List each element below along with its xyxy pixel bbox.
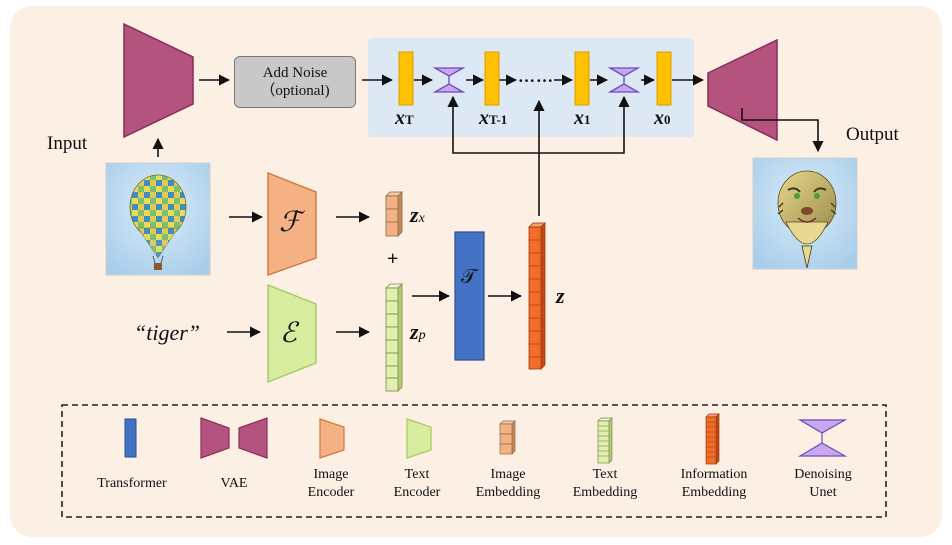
- arrow-decoder-to-output: [741, 108, 824, 153]
- legend-text-embedding-label: Text Embedding: [572, 467, 638, 500]
- legend-image-embedding-label: Image Embedding: [475, 467, 541, 500]
- legend-text-embedding-icon: [597, 417, 613, 464]
- latent-xT: [398, 51, 414, 106]
- prompt-text: “tiger”: [134, 320, 201, 345]
- info-embedding-stack: [528, 222, 546, 370]
- plus-sign: +: [387, 248, 399, 270]
- legend-info-embedding-icon: [705, 413, 720, 465]
- legend-text-encoder-icon: [406, 418, 432, 459]
- latent-x0: [656, 51, 672, 106]
- transformer-symbol: 𝒯: [461, 266, 477, 288]
- legend-vae-encoder-icon: [200, 417, 230, 459]
- legend-image-embedding-icon: [499, 420, 516, 455]
- transformer-block: [454, 231, 485, 361]
- diffusion-region: [368, 38, 694, 137]
- label-zp: zp: [410, 319, 426, 344]
- latent-xT-1: [484, 51, 500, 106]
- vae-decoder-shape: [707, 38, 778, 142]
- add-noise-label: Add Noise: [262, 65, 328, 81]
- text-embedding-stack: [385, 283, 403, 392]
- image-encoder-symbol: ℱ: [279, 207, 302, 238]
- legend-transformer-label: Transformer: [97, 476, 167, 491]
- legend-transformer-icon: [124, 418, 137, 458]
- ellipsis-dots: ……: [518, 67, 554, 86]
- image-encoder-shape: [267, 171, 317, 276]
- text-encoder-symbol: ℰ: [280, 318, 297, 349]
- latent-x1: [574, 51, 590, 106]
- add-noise-optional-label: （optional): [260, 83, 330, 99]
- legend-vae-label: VAE: [220, 476, 248, 491]
- output-image: [752, 157, 858, 270]
- input-image: [105, 162, 211, 276]
- add-noise-box: Add Noise （optional): [234, 56, 356, 108]
- denoising-unet-1: [432, 67, 466, 93]
- denoising-unet-2: [607, 67, 641, 93]
- legend-unet-label: Denoising Unet: [794, 467, 852, 500]
- condition-line: [447, 95, 540, 216]
- input-label: Input: [47, 133, 88, 154]
- label-xT-1: xT-1: [479, 107, 508, 129]
- label-zx: zx: [410, 202, 425, 227]
- label-xT: xT: [395, 107, 414, 129]
- legend-vae-decoder-icon: [238, 417, 268, 459]
- label-x0: x0: [654, 107, 671, 129]
- legend-image-encoder-label: Image Encoder: [307, 467, 355, 500]
- legend-text-encoder-label: Text Encoder: [393, 467, 441, 500]
- legend-box: [61, 404, 887, 518]
- legend-unet-icon: [797, 419, 848, 457]
- condition-line-2: [539, 95, 630, 154]
- legend-info-embedding-label: Information Embedding: [680, 467, 748, 500]
- image-embedding-stack: [385, 191, 403, 237]
- legend-image-encoder-icon: [319, 418, 345, 459]
- label-x1: x1: [574, 107, 591, 129]
- text-encoder-shape: [267, 283, 317, 384]
- output-label: Output: [846, 124, 899, 145]
- label-z: z: [556, 283, 565, 308]
- vae-encoder-shape: [123, 22, 194, 139]
